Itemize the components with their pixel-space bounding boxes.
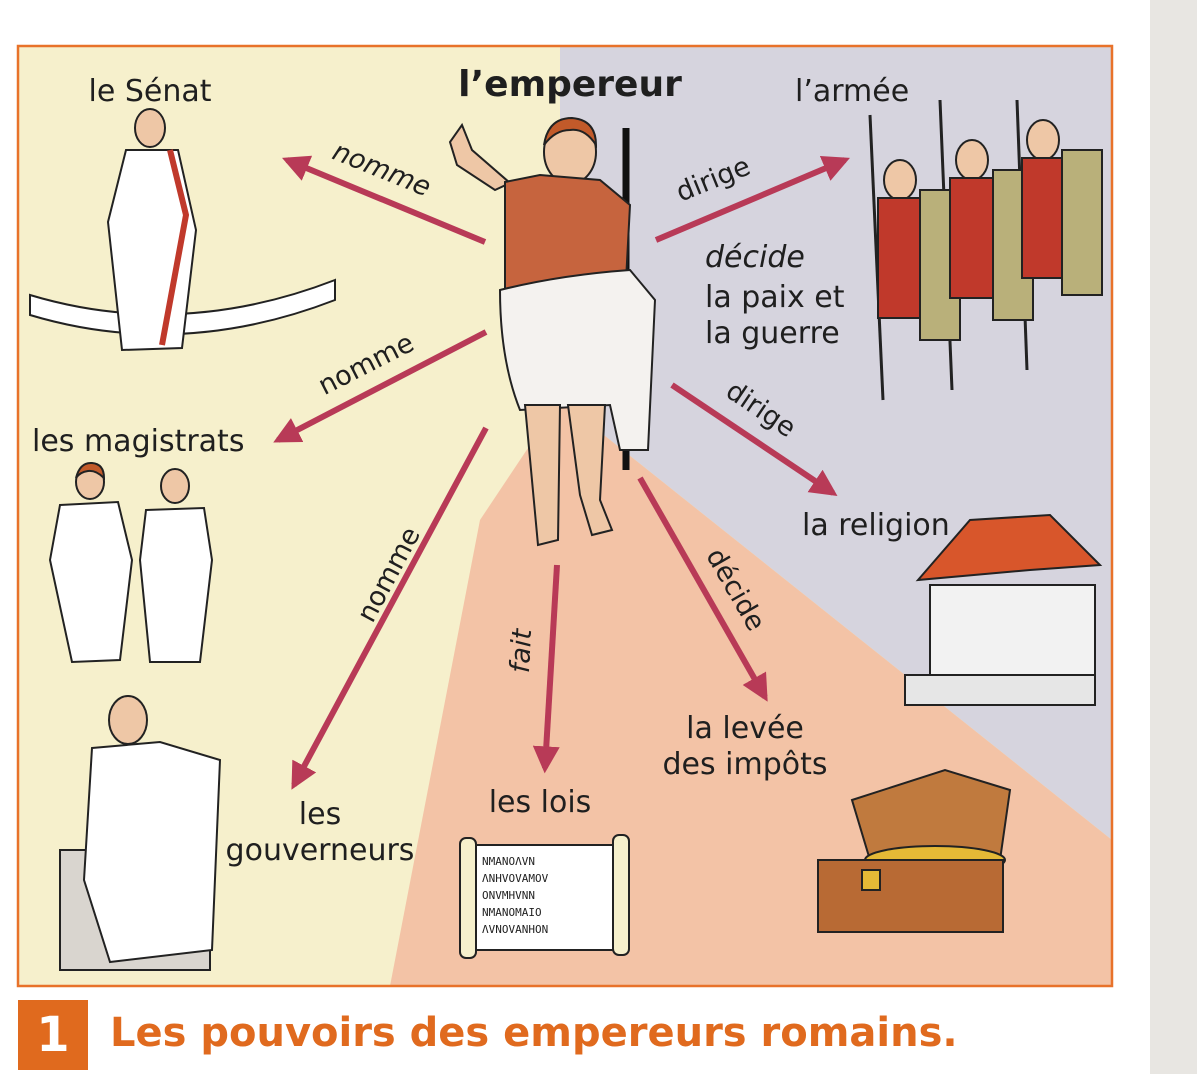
arrow-senat	[282, 155, 487, 245]
temple-body	[929, 584, 1096, 676]
chest-lock	[861, 869, 881, 891]
governor-toga	[82, 740, 222, 964]
soldier-1-body	[877, 197, 927, 319]
caption-number-badge: 1	[18, 1000, 88, 1070]
label-magistrats: les magistrats	[32, 424, 245, 459]
label-impots: la levée des impôts	[662, 711, 828, 782]
arrow-armee	[654, 155, 850, 243]
senator-toga	[106, 149, 198, 352]
soldier-1-head	[883, 159, 917, 201]
scroll-text: ΝΜΑΝΟΛVΝ ΛΝΗVΟVΑΜΟV ΟΝVΜΗVΝΝ ΝΜΑΝΟΜΑΙΟ Λ…	[482, 853, 612, 938]
emperor-raised-arm	[448, 122, 512, 192]
verb-lois: fait	[504, 628, 539, 674]
emperor-hair	[543, 116, 598, 149]
emperor-label: l’empereur	[458, 64, 682, 105]
magistrate-2-head	[160, 468, 190, 504]
label-armee: l’armée	[795, 74, 910, 109]
magistrate-1-toga	[48, 500, 134, 664]
scroll-roll-right	[612, 834, 630, 956]
temple-steps	[904, 674, 1096, 706]
label-religion: la religion	[802, 508, 950, 543]
governor-head	[108, 695, 148, 745]
emperor-leg-right	[566, 404, 614, 537]
chest-box	[817, 859, 1004, 933]
arrow-impots	[637, 476, 768, 702]
label-senat: le Sénat	[88, 74, 212, 109]
senator-stripe	[159, 149, 190, 346]
treasure-chest-illustration	[817, 768, 1012, 933]
magistrates-illustration	[48, 461, 214, 664]
scroll-illustration	[459, 834, 630, 959]
figure-caption: 1 Les pouvoirs des empereurs romains.	[18, 1000, 1118, 1070]
arrows	[273, 155, 850, 790]
scroll-line: ΛVΝΟVΑΝΗΟΝ	[482, 923, 549, 936]
caption-title: Les pouvoirs des empereurs romains.	[110, 1010, 958, 1056]
governor-illustration	[59, 695, 222, 971]
chest-lid	[850, 768, 1012, 861]
diagram-frame	[16, 44, 1114, 988]
page-edge-shadow	[1150, 0, 1197, 1074]
scroll-line: ΟΝVΜΗVΝΝ	[482, 889, 535, 902]
soldier-2-body	[949, 177, 999, 299]
temple-roof	[915, 513, 1103, 582]
arrow-religion	[670, 382, 838, 497]
label-gouverneurs: les gouverneurs	[225, 797, 415, 868]
soldier-spear-1	[868, 114, 885, 401]
arrow-magistrats	[273, 329, 488, 443]
arrow-lois	[532, 564, 560, 774]
magistrate-1-hair	[75, 461, 106, 481]
label-paix-guerre: la paix et la guerre	[705, 280, 845, 351]
senator-head	[134, 108, 166, 148]
soldier-3-head	[1026, 119, 1060, 161]
emperor-leg-left	[523, 404, 562, 547]
scroll-roll-left	[459, 837, 477, 959]
label-decide-paix-verb: décide	[705, 240, 805, 275]
scroll-line: ΝΜΑΝΟΛVΝ	[482, 855, 535, 868]
arrow-gouverneurs	[291, 426, 489, 790]
label-lois: les lois	[488, 785, 592, 820]
temple-illustration	[904, 513, 1103, 706]
scroll-line: ΛΝΗVΟVΑΜΟV	[482, 872, 549, 885]
emperor-figure	[448, 116, 657, 547]
scroll-line: ΝΜΑΝΟΜΑΙΟ	[482, 906, 542, 919]
soldier-3-shield	[1061, 149, 1103, 296]
army-illustration	[868, 99, 1103, 401]
soldier-2-head	[955, 139, 989, 181]
senate-illustration	[29, 108, 336, 352]
magistrate-2-toga	[138, 506, 214, 663]
